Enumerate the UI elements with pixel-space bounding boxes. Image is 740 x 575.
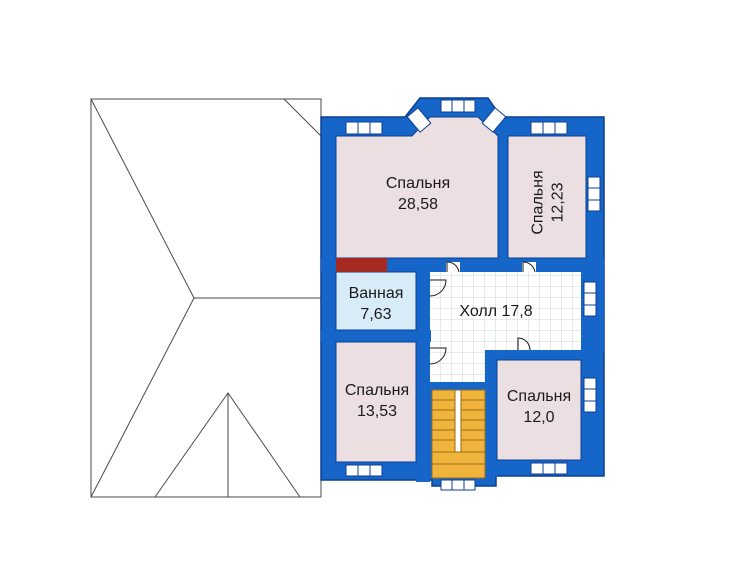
interior-walls bbox=[321, 130, 604, 482]
chimney bbox=[336, 258, 387, 272]
hall-floor-lower bbox=[430, 352, 485, 382]
bedroom-right-top-name: Спальня bbox=[529, 170, 547, 235]
bedroom-large-area: 28,58 bbox=[397, 196, 439, 213]
bedroom-right-bottom-area: 12,0 bbox=[523, 409, 555, 426]
bathroom-area: 7,63 bbox=[360, 306, 392, 323]
door-swings bbox=[429, 261, 536, 365]
bedroom-left-name: Спальня bbox=[344, 382, 410, 399]
staircase bbox=[431, 389, 486, 479]
hall-label: Холл 17,8 bbox=[459, 303, 533, 320]
bedroom-right-bottom-name: Спальня bbox=[506, 388, 572, 405]
hall-floor bbox=[430, 272, 581, 352]
bedroom-left-area: 13,53 bbox=[356, 403, 398, 420]
bathroom-name: Ванная bbox=[348, 285, 404, 302]
bedroom-right-top-area: 12,23 bbox=[549, 182, 567, 223]
roof-outline bbox=[90, 98, 322, 498]
room-bedroom-right-top bbox=[507, 135, 587, 259]
bedroom-large-name: Спальня bbox=[385, 175, 451, 192]
windows bbox=[345, 99, 601, 491]
room-bedroom-right-bottom bbox=[496, 359, 582, 461]
room-bedroom-left bbox=[335, 341, 417, 463]
